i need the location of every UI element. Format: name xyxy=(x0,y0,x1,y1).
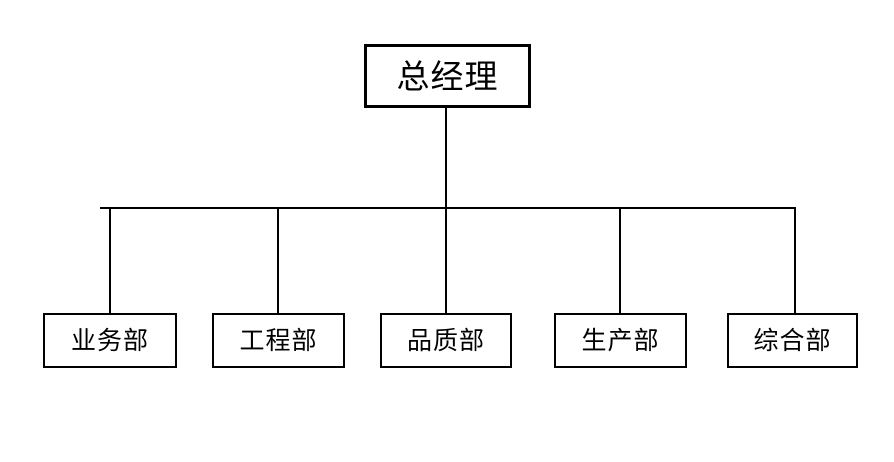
org-node-dept-4[interactable]: 生产部 xyxy=(554,313,687,368)
org-node-dept-5-label: 综合部 xyxy=(753,326,832,355)
connector-drop-dept-3 xyxy=(445,207,447,313)
org-node-dept-3-label: 品质部 xyxy=(406,326,485,355)
connector-root-stem xyxy=(445,108,447,209)
connector-horizontal-bus xyxy=(100,207,796,209)
connector-drop-dept-2 xyxy=(277,207,279,313)
org-node-root[interactable]: 总经理 xyxy=(364,44,531,108)
org-node-dept-2[interactable]: 工程部 xyxy=(212,313,345,368)
org-node-dept-3[interactable]: 品质部 xyxy=(380,313,512,368)
connector-drop-dept-4 xyxy=(619,207,621,313)
org-node-dept-4-label: 生产部 xyxy=(581,326,660,355)
org-node-dept-1-label: 业务部 xyxy=(70,326,149,355)
org-node-root-label: 总经理 xyxy=(396,56,499,96)
org-node-dept-2-label: 工程部 xyxy=(239,326,318,355)
org-node-dept-1[interactable]: 业务部 xyxy=(43,313,177,368)
connector-drop-dept-5 xyxy=(794,207,796,313)
connector-drop-dept-1 xyxy=(109,207,111,313)
org-node-dept-5[interactable]: 综合部 xyxy=(727,313,858,368)
